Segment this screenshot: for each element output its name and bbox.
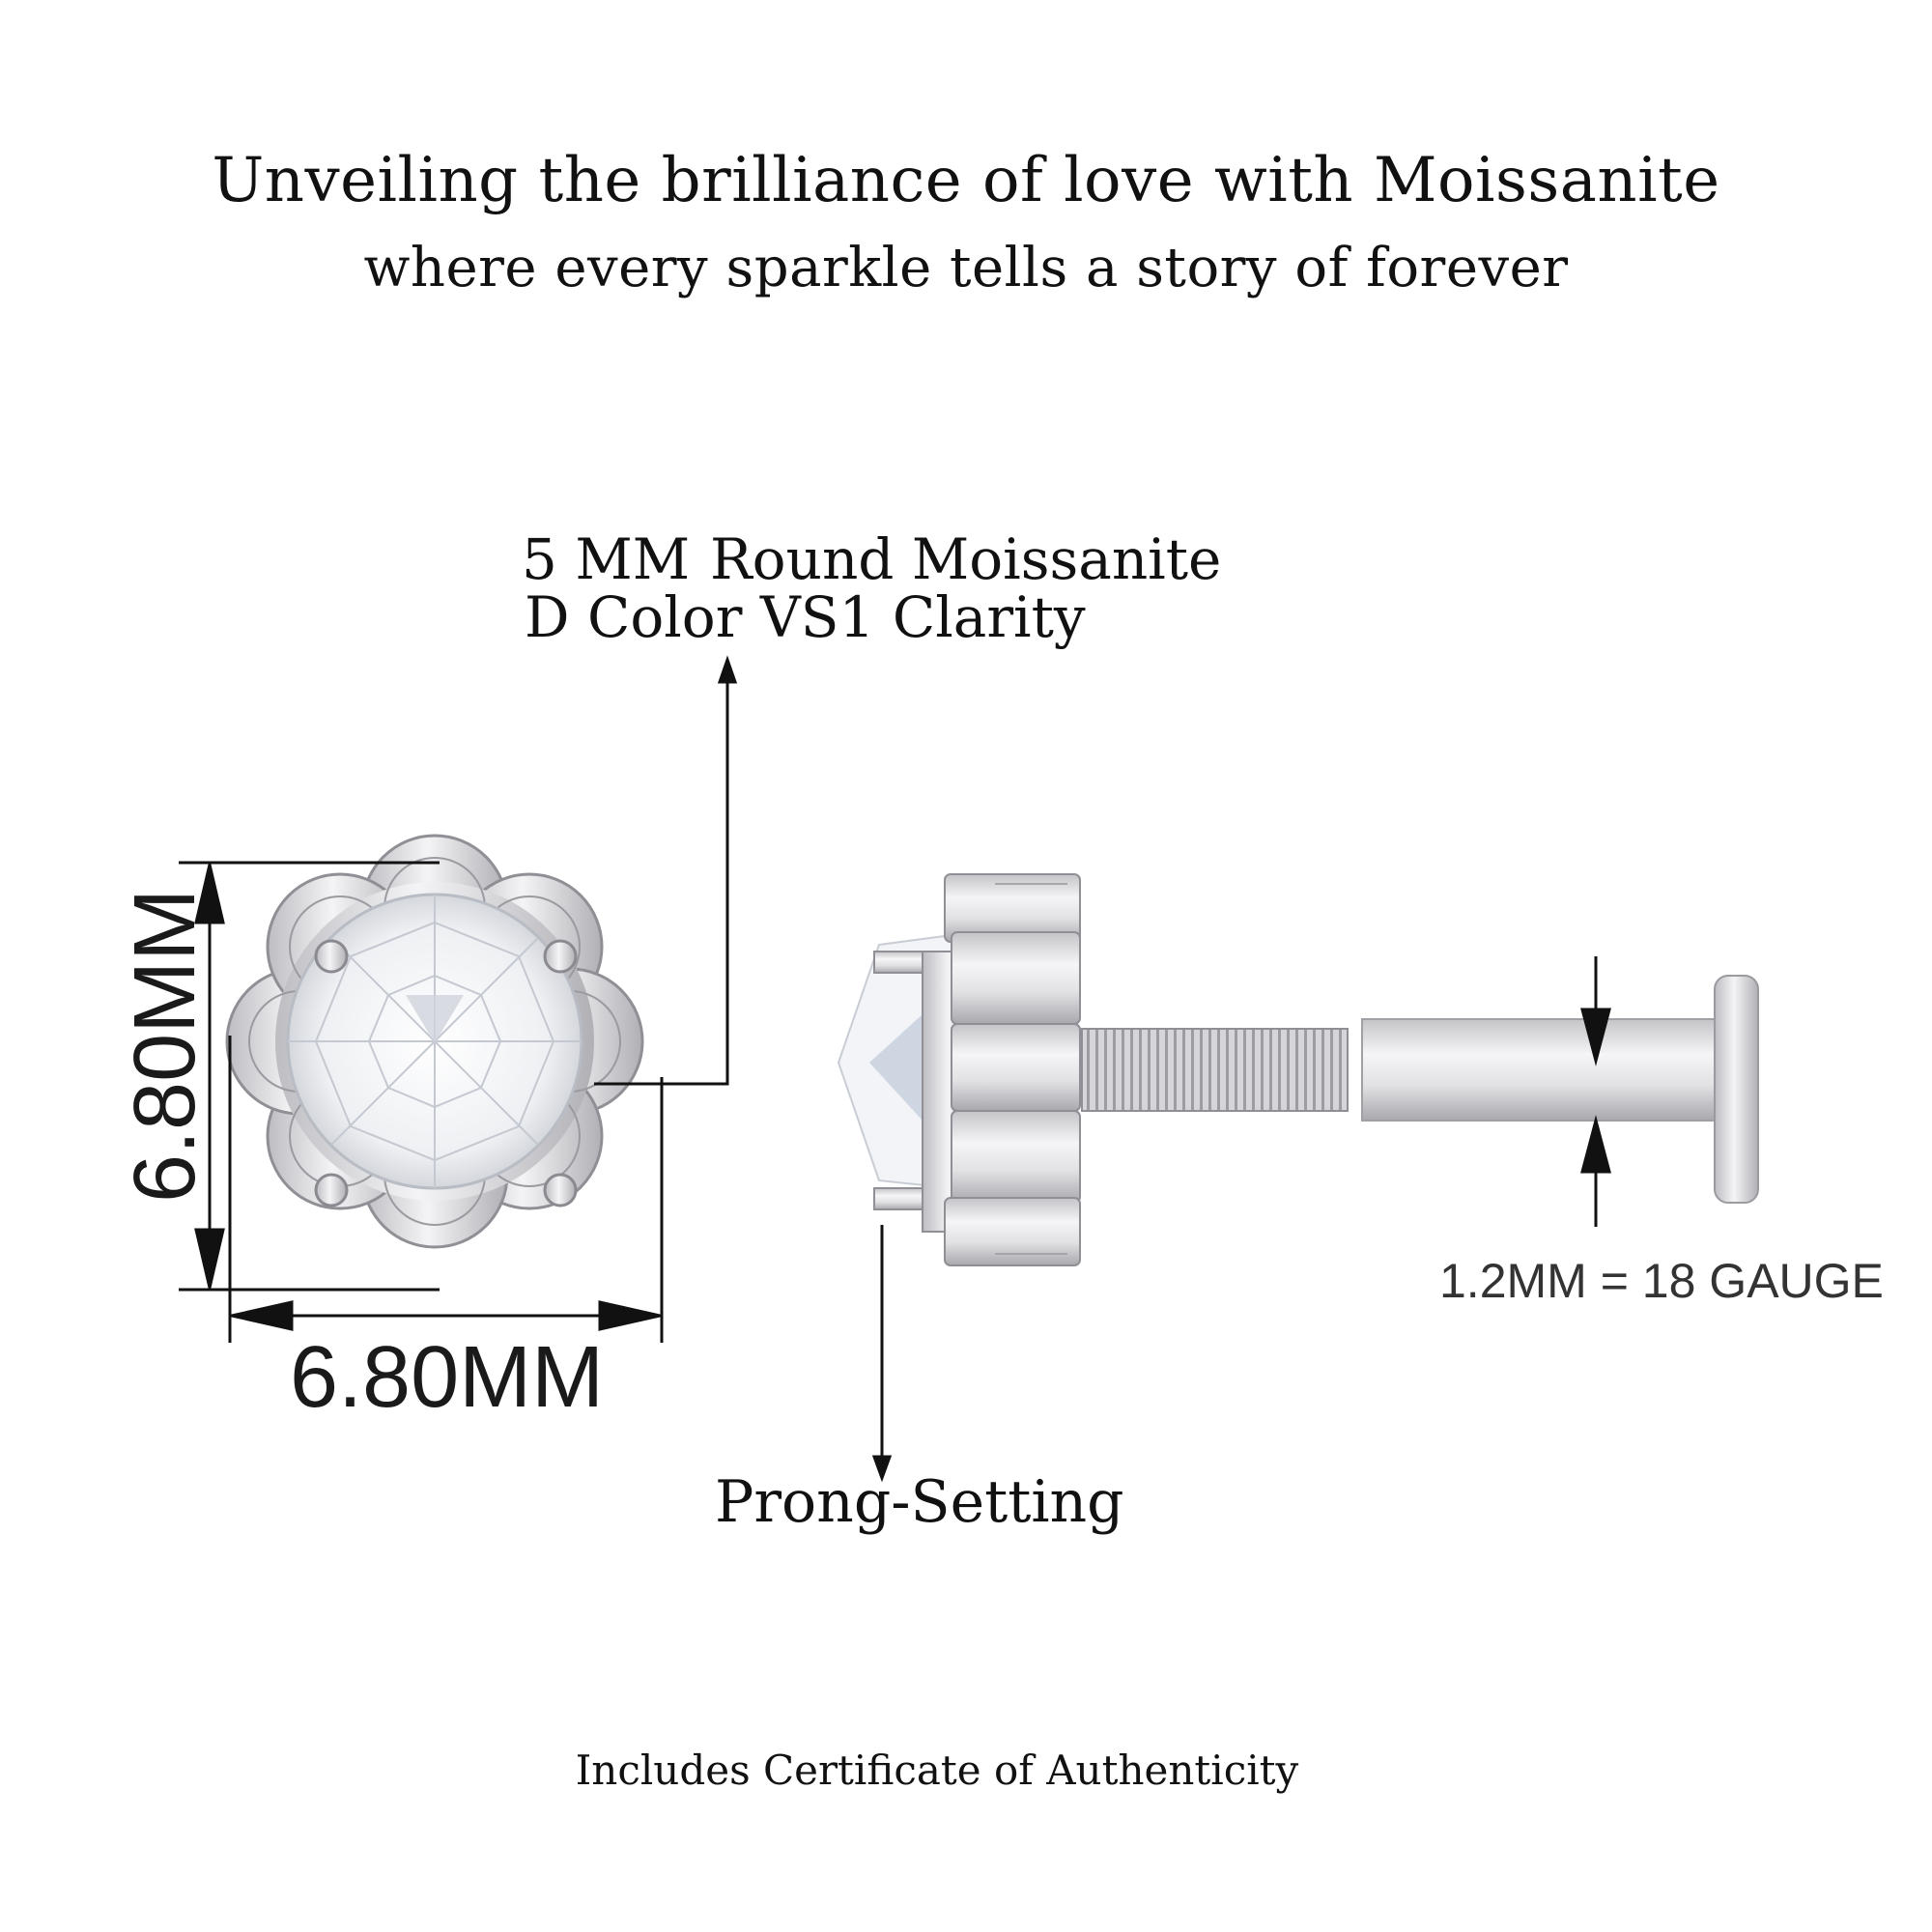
flat-back-disc: [1714, 975, 1759, 1204]
certificate-note: Includes Certificate of Authenticity: [575, 1747, 1299, 1794]
height-dimension-label: 6.80MM: [117, 888, 213, 1203]
gem-callout-leader: [594, 655, 738, 1086]
width-dimension-label: 6.80MM: [290, 1329, 605, 1426]
width-dimension: [228, 1036, 664, 1343]
side-view-earring: [837, 873, 1759, 1266]
gem-culet-shade: [406, 995, 464, 1043]
stone-name-label: Round Moissanite: [710, 526, 1222, 592]
threaded-post: [1081, 1028, 1349, 1112]
prong-callout-leader: [871, 1225, 893, 1483]
gauge-label: 1.2MM = 18 GAUGE: [1439, 1254, 1884, 1308]
height-dimension: [179, 861, 440, 1292]
front-view-earring: [225, 834, 644, 1249]
stone-grade-label: D Color VS1 Clarity: [525, 584, 1086, 650]
prongs: [314, 939, 578, 1208]
side-petals: [944, 873, 1081, 1266]
subheadline: where every sparkle tells a story of for…: [363, 237, 1569, 299]
headline: Unveiling the brilliance of love with Mo…: [212, 145, 1720, 216]
prong-setting-label: Prong-Setting: [715, 1468, 1124, 1536]
stone-size-label: 5 MM: [522, 526, 691, 592]
labret-shaft: [1361, 1018, 1725, 1122]
gauge-dimension: [1580, 956, 1611, 1227]
